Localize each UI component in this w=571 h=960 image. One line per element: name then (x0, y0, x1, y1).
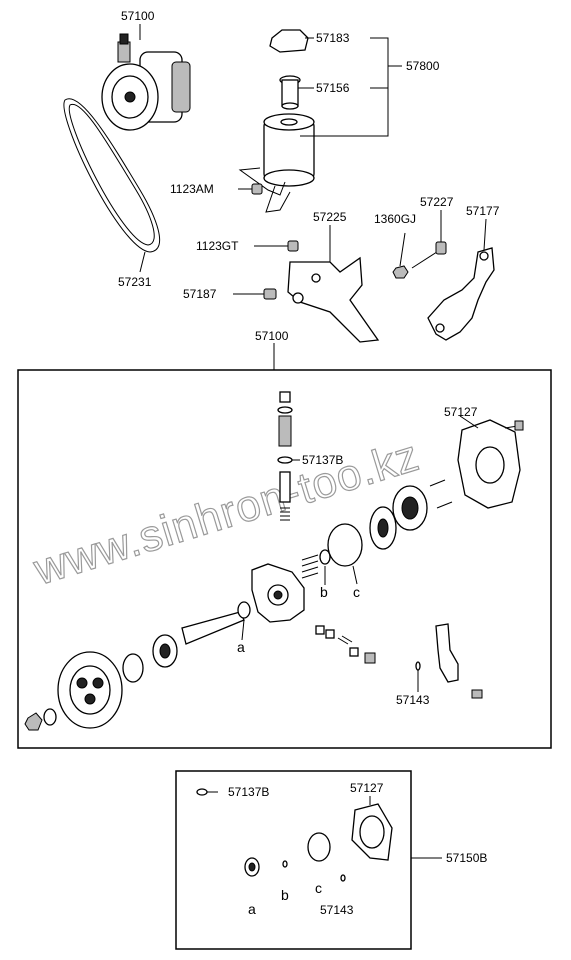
label-pump-top: 57100 (121, 9, 155, 23)
outlet-fitting-illustration (415, 623, 483, 699)
label-bracket-2: 57177 (466, 204, 500, 218)
label-kit-group: 57150B (446, 851, 487, 865)
assembly-leader-lines (241, 415, 479, 692)
label-bolt-187: 57187 (183, 287, 217, 301)
o-ring-c-illustration (327, 523, 363, 567)
watermark-text: www.sinhron-too.kz (28, 431, 425, 595)
pulley-illustration (57, 651, 123, 729)
label-bolt-gt: 1123GT (196, 239, 239, 253)
label-kit-gasket: 57127 (350, 781, 384, 795)
label-bolt-long: 57227 (420, 195, 454, 209)
pins-illustration (429, 479, 453, 509)
pulley-nut-illustration (24, 712, 43, 731)
label-ref-b: b (320, 584, 328, 600)
mounting-bracket-illustration (287, 256, 380, 343)
label-kit-seal: 57137B (228, 785, 269, 799)
kit-o-ring-c-illustration (307, 832, 331, 862)
label-kit-c: c (315, 880, 322, 896)
pump-housing-illustration (251, 563, 305, 623)
bolt-57187-illustration (233, 288, 277, 300)
rotor-illustration (392, 485, 428, 531)
bolt-1123am-illustration (238, 183, 263, 195)
kit-seal-143-illustration (340, 874, 346, 882)
label-cap: 57183 (316, 31, 350, 45)
label-ref-a: a (237, 639, 245, 655)
kit-oil-seal-a-illustration (244, 857, 260, 877)
bearing-illustration (369, 506, 397, 550)
spring-illustration (301, 554, 319, 579)
label-seal-b: 57137B (302, 453, 343, 467)
kit-o-ring-b-illustration (282, 860, 288, 868)
label-nut: 1360GJ (374, 212, 416, 226)
drive-belt-illustration (63, 98, 160, 253)
label-bracket: 57225 (313, 210, 347, 224)
label-seal-143: 57143 (396, 693, 430, 707)
small-fittings-illustration (315, 625, 376, 664)
label-belt: 57231 (118, 275, 152, 289)
kit-seal-illustration (196, 788, 218, 796)
reservoir-cap-illustration (269, 29, 309, 53)
snap-ring-illustration (122, 653, 144, 683)
kit-gasket-illustration (351, 796, 393, 861)
long-bolt-57227-illustration (411, 241, 447, 269)
bracket-57177-illustration (427, 247, 495, 341)
o-ring-b-illustration (319, 549, 331, 565)
label-kit-143: 57143 (320, 903, 354, 917)
label-kit-a: a (248, 901, 256, 917)
nut-1360gj-illustration (392, 265, 409, 279)
drive-shaft-illustration (181, 601, 251, 645)
label-group-reservoir: 57800 (406, 59, 440, 73)
rear-cover-illustration (457, 419, 524, 509)
bolt-1123gt-illustration (254, 240, 299, 252)
label-gasket: 57127 (444, 405, 478, 419)
label-bolt-am: 1123AM (170, 182, 214, 196)
label-kit-b: b (281, 887, 289, 903)
pump-assembly-frame (17, 369, 552, 749)
repair-kit-frame (175, 770, 412, 950)
valve-components-illustration (277, 391, 293, 521)
fluid-reservoir-illustration (238, 113, 315, 213)
top-leader-lines (139, 24, 487, 370)
washer-illustration (43, 708, 57, 726)
label-filter: 57156 (316, 81, 350, 95)
reservoir-filter-illustration (279, 75, 301, 110)
power-steering-pump-illustration (101, 33, 191, 131)
label-pump-assembly: 57100 (255, 329, 289, 343)
front-bearing-core-illustration (159, 643, 171, 659)
label-ref-c: c (353, 584, 360, 600)
